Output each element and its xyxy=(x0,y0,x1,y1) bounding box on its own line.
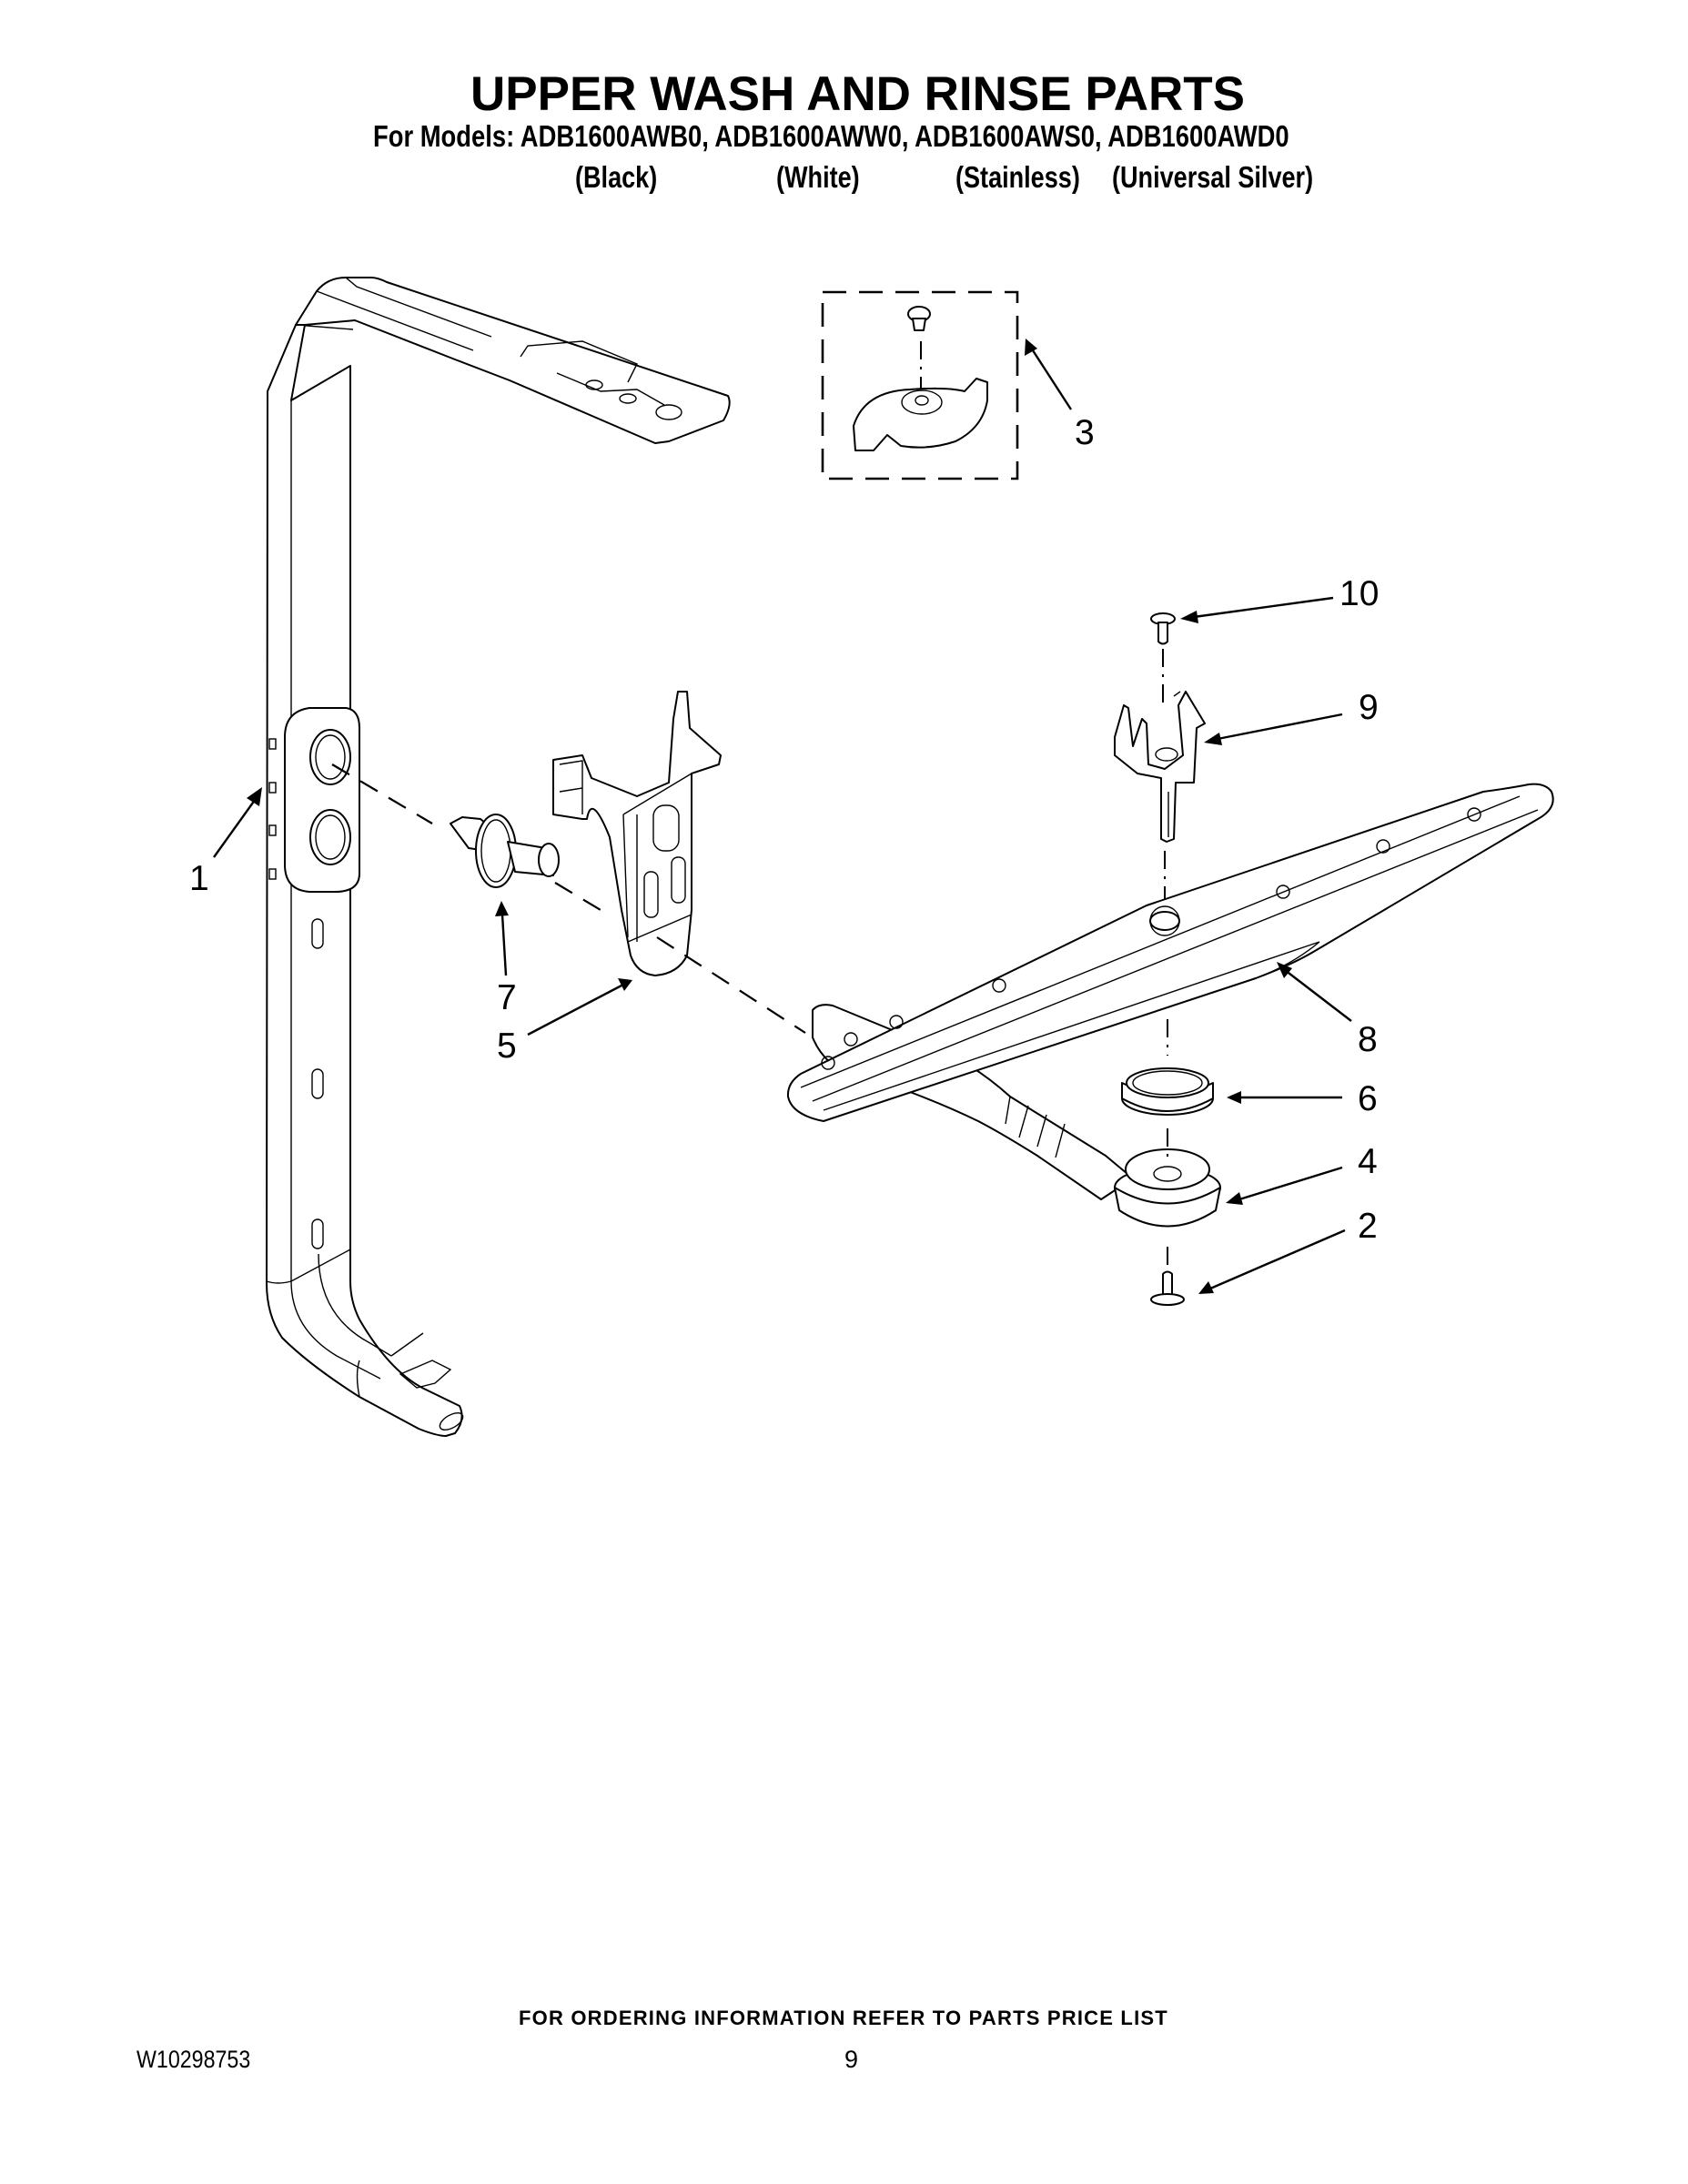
part-8-spray-arm xyxy=(786,783,1554,1122)
callout-9: 9 xyxy=(1359,688,1379,727)
part-6-ring xyxy=(1121,1019,1214,1116)
part-7-nozzle xyxy=(450,814,560,888)
callout-arrows xyxy=(213,339,1352,1294)
model-color-black: (Black) xyxy=(575,160,658,194)
callout-7: 7 xyxy=(497,978,517,1017)
part-1-supply-tube xyxy=(266,277,731,1437)
callout-2: 2 xyxy=(1358,1207,1378,1246)
model-color-universal-silver: (Universal Silver) xyxy=(1112,160,1314,194)
part-5-bracket xyxy=(552,691,722,976)
part-2-screw xyxy=(1150,1247,1185,1306)
callout-1: 1 xyxy=(189,859,209,898)
callout-10: 10 xyxy=(1339,574,1380,613)
callout-8: 8 xyxy=(1358,1020,1378,1059)
alignment-line xyxy=(656,936,806,1034)
callout-5: 5 xyxy=(497,1026,517,1066)
model-color-stainless: (Stainless) xyxy=(955,160,1080,194)
model-color-white: (White) xyxy=(776,160,860,194)
part-3-subassembly xyxy=(821,290,1019,480)
models-line: For Models: ADB1600AWB0, ADB1600AWW0, AD… xyxy=(373,119,1289,153)
alignment-line xyxy=(331,763,433,824)
document-number: W10298753 xyxy=(136,2046,251,2073)
callout-4: 4 xyxy=(1358,1142,1378,1181)
callout-6: 6 xyxy=(1358,1079,1378,1118)
page-title: UPPER WASH AND RINSE PARTS xyxy=(0,67,1688,122)
ordering-note: FOR ORDERING INFORMATION REFER TO PARTS … xyxy=(519,2007,1168,2029)
alignment-line xyxy=(554,882,601,911)
page-title-text: UPPER WASH AND RINSE PARTS xyxy=(470,67,1246,121)
callout-3: 3 xyxy=(1075,413,1095,452)
part-9-support xyxy=(1114,691,1206,843)
page-number: 9 xyxy=(844,2046,859,2073)
part-10-screw xyxy=(1150,612,1176,645)
